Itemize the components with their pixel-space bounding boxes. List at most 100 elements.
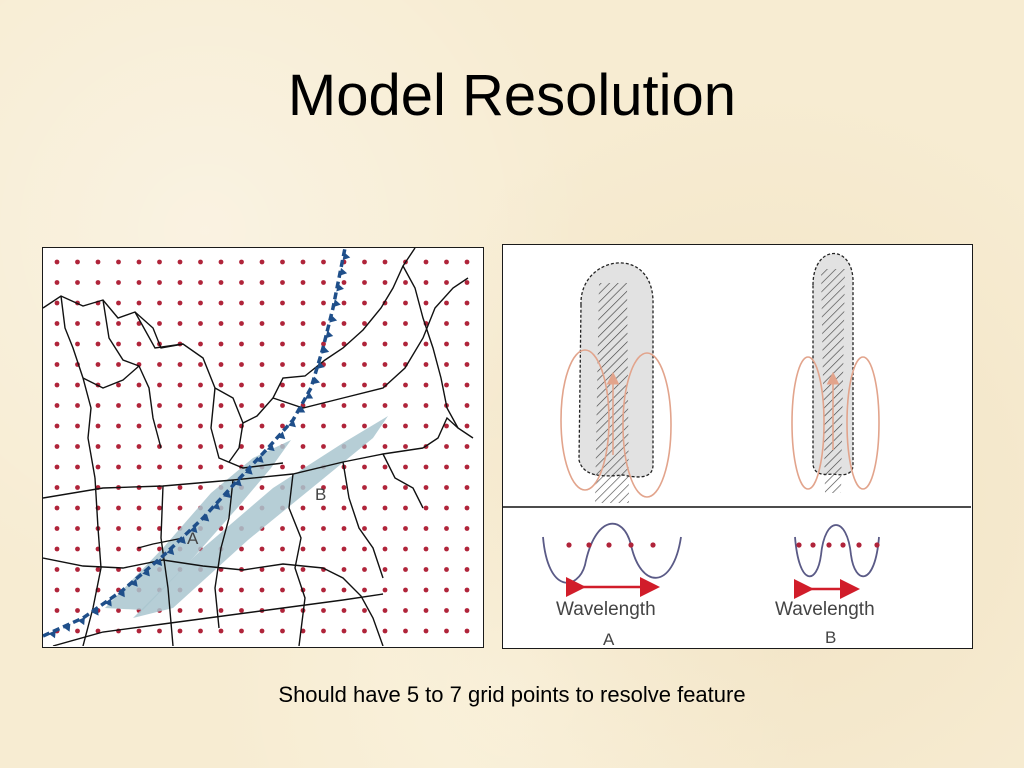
wave-b-curve	[794, 524, 880, 578]
wave-a: Wavelength A	[542, 522, 682, 647]
grid-point	[218, 362, 224, 367]
grid-point	[403, 464, 408, 470]
grid-point	[444, 423, 449, 429]
grid-point	[341, 382, 347, 388]
grid-point	[321, 382, 326, 388]
grid-point	[403, 300, 408, 306]
grid-point	[382, 464, 388, 470]
grid-point	[444, 526, 449, 531]
grid-point	[382, 280, 388, 285]
grid-point	[403, 485, 408, 490]
grid-point	[136, 628, 142, 634]
grid-point	[54, 464, 60, 470]
grid-point	[54, 300, 60, 306]
grid-point	[321, 341, 326, 347]
front-tooth	[104, 598, 112, 607]
grid-point	[116, 464, 121, 470]
grid-point	[54, 608, 60, 613]
grid-point	[300, 505, 306, 511]
grid-point	[136, 280, 142, 285]
front-tooth	[48, 630, 56, 639]
grid-point	[136, 341, 142, 347]
grid-point	[464, 280, 470, 285]
grid-point	[341, 300, 347, 306]
grid-point	[116, 362, 121, 367]
grid-point	[423, 505, 429, 511]
wave-grid-point	[874, 542, 880, 548]
grid-point	[75, 341, 80, 347]
grid-point	[403, 341, 408, 347]
grid-point	[116, 321, 121, 326]
grid-point	[177, 403, 183, 408]
grid-point	[321, 444, 326, 449]
grid-point	[423, 628, 429, 634]
grid-point	[341, 567, 347, 572]
grid-point	[362, 362, 367, 367]
grid-point	[54, 259, 60, 265]
front-tooth	[336, 283, 344, 292]
grid-point	[95, 464, 101, 470]
grid-point	[198, 362, 203, 367]
grid-point	[341, 546, 347, 552]
grid-point	[95, 567, 101, 572]
grid-point	[218, 300, 224, 306]
grid-point	[321, 321, 326, 326]
grid-point	[362, 567, 367, 572]
grid-point	[239, 546, 244, 552]
grid-point	[54, 423, 60, 429]
grid-point	[54, 485, 60, 490]
grid-point	[382, 444, 388, 449]
front-tooth	[130, 578, 138, 587]
grid-point	[75, 485, 80, 490]
grid-point	[382, 321, 388, 326]
grid-point	[382, 403, 388, 408]
grid-point	[116, 280, 121, 285]
grid-point	[280, 321, 285, 326]
front-tooth	[288, 419, 296, 428]
grid-point	[116, 546, 121, 552]
grid-point	[75, 546, 80, 552]
grid-point	[444, 362, 449, 367]
wave-grid-point	[796, 542, 802, 548]
grid-point	[280, 341, 285, 347]
grid-point	[259, 321, 265, 326]
grid-point	[362, 505, 367, 511]
grid-point	[259, 485, 265, 490]
grid-point	[444, 300, 449, 306]
wavelength-diagram-panel: Wavelength A Wavelength B	[502, 244, 973, 649]
grid-point	[382, 567, 388, 572]
storm-b	[791, 252, 880, 493]
grid-point	[403, 567, 408, 572]
grid-point	[300, 321, 306, 326]
map-label-a: A	[187, 529, 199, 548]
grid-point	[198, 341, 203, 347]
grid-point	[444, 628, 449, 634]
grid-point	[116, 403, 121, 408]
grid-point	[177, 485, 183, 490]
circulation-b-right	[846, 356, 880, 490]
front-tooth	[91, 607, 99, 616]
grid-point	[116, 423, 121, 429]
grid-point	[300, 341, 306, 347]
grid-point	[403, 423, 408, 429]
wave-grid-point	[840, 542, 846, 548]
grid-point	[95, 341, 101, 347]
grid-point	[464, 259, 470, 265]
grid-point	[280, 300, 285, 306]
grid-point	[75, 505, 80, 511]
map-label-b: B	[315, 485, 326, 504]
grid-point	[321, 259, 326, 265]
front-tooth	[277, 431, 286, 440]
grid-point	[444, 382, 449, 388]
wave-b-grid-points	[796, 542, 880, 548]
grid-point	[382, 382, 388, 388]
grid-point	[464, 628, 470, 634]
grid-point	[464, 464, 470, 470]
wave-sublabel-a: A	[603, 630, 615, 647]
grid-point	[136, 403, 142, 408]
grid-point	[198, 382, 203, 388]
front-tooth	[342, 252, 351, 261]
grid-point	[136, 423, 142, 429]
grid-point	[177, 423, 183, 429]
grid-point	[321, 423, 326, 429]
